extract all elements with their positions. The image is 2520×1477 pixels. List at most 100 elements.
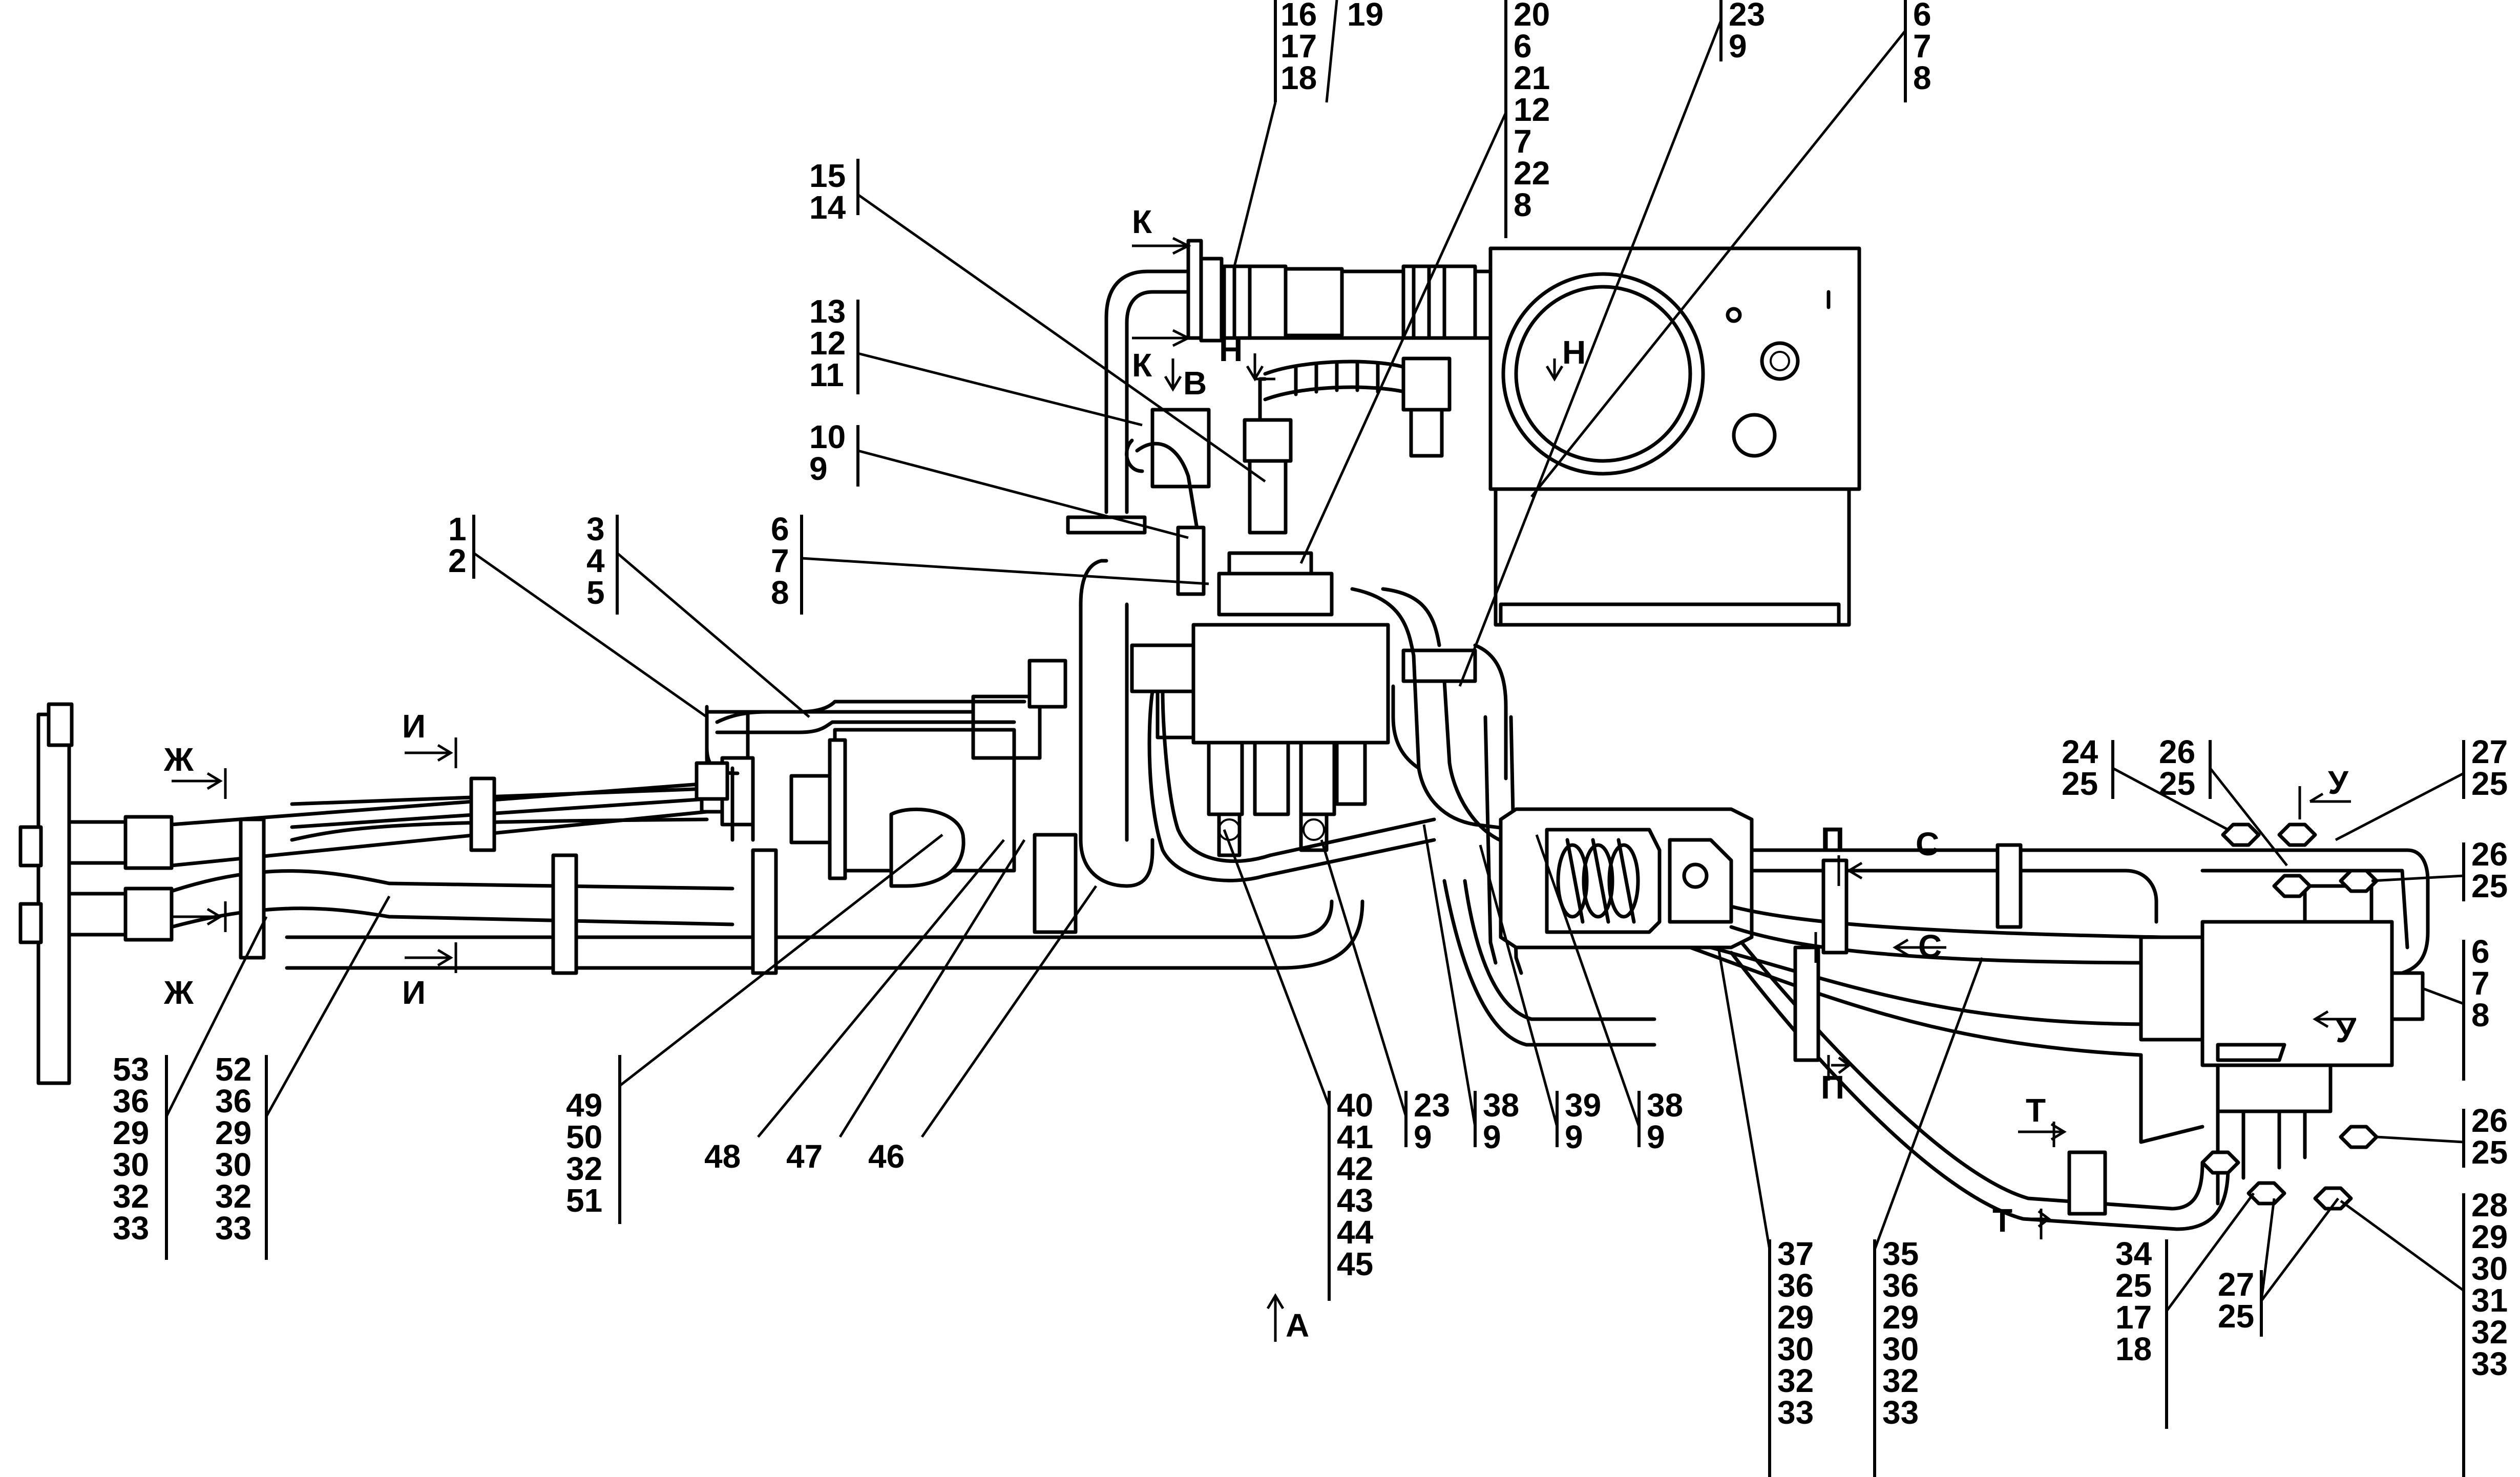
callout-number: 25: [2471, 765, 2508, 802]
callout-number: 27: [2471, 733, 2508, 770]
callout-number: 29: [1882, 1299, 1919, 1336]
callout-number: 53: [113, 1051, 149, 1088]
callout-number: 7: [1514, 123, 1532, 160]
view-marker-letter: К: [1132, 347, 1152, 384]
valve-return-lines: [1147, 587, 1656, 1047]
callout-number: 25: [2062, 765, 2098, 802]
callout-number: 9: [1729, 28, 1747, 65]
callout-number: 51: [566, 1182, 602, 1219]
callout-number: 9: [1414, 1119, 1432, 1155]
callout-number: 36: [215, 1083, 251, 1120]
callout-number: 8: [1913, 59, 1931, 96]
callout-number: 43: [1337, 1182, 1373, 1219]
callout-number: 7: [771, 542, 789, 579]
callout-number: 30: [1777, 1331, 1814, 1367]
callout-number: 25: [2471, 868, 2508, 904]
callout-number: 33: [1882, 1394, 1919, 1431]
callout-number: 6: [1514, 28, 1532, 65]
callout-number: 33: [215, 1210, 251, 1247]
callout-number: 36: [1882, 1267, 1919, 1304]
callout-number: 13: [809, 293, 846, 330]
callout-number: 6: [1913, 0, 1931, 33]
callout-number: 32: [215, 1178, 251, 1215]
callout-number: 12: [809, 325, 846, 362]
callout-number: 23: [1729, 0, 1765, 33]
control-valve-block: [1130, 551, 1477, 857]
callout-number: 17: [2115, 1299, 2152, 1336]
callout-number: 25: [2471, 1134, 2508, 1171]
main-pipe-bundle-left: [170, 776, 1364, 975]
callout-number: 25: [2159, 765, 2195, 802]
callout-number: 32: [113, 1178, 149, 1215]
callout-number: 36: [1777, 1267, 1814, 1304]
callout-number: 24: [2062, 733, 2098, 770]
callout-number: 38: [1647, 1087, 1683, 1124]
callout-number: 31: [2471, 1282, 2508, 1319]
callout-number: 33: [113, 1210, 149, 1247]
pilot-valve: [1125, 408, 1211, 596]
callout-number: 47: [786, 1138, 823, 1175]
callout-number: 26: [2471, 836, 2508, 873]
callout-number: 7: [1913, 28, 1931, 65]
view-marker-letter: У: [2336, 1012, 2357, 1049]
callout-number: 3: [586, 511, 605, 547]
left-mounting-flange: [18, 702, 174, 1085]
callout-number: 9: [1565, 1119, 1583, 1155]
view-marker-letter: Ж: [163, 741, 194, 778]
callout-number: 34: [2115, 1235, 2152, 1272]
view-marker-letter: С: [1916, 826, 1939, 862]
callout-number: 28: [2471, 1187, 2508, 1223]
callout-number: 14: [809, 189, 846, 226]
callout-number: 18: [2115, 1331, 2152, 1367]
callout-number: 9: [1483, 1119, 1501, 1155]
callout-number: 42: [1337, 1150, 1373, 1187]
callout-number: 2: [448, 542, 467, 579]
callout-number: 30: [2471, 1250, 2508, 1287]
callout-number: 10: [809, 418, 846, 455]
view-marker-letter: Т: [2026, 1092, 2046, 1129]
callout-number: 11: [809, 356, 844, 393]
callout-number: 20: [1514, 0, 1550, 33]
callout-number: 9: [809, 450, 828, 487]
callout-number: 39: [1565, 1087, 1601, 1124]
view-marker-letter: Т: [1992, 1202, 2012, 1239]
callout-number: 48: [704, 1138, 741, 1175]
callout-number: 46: [868, 1138, 905, 1175]
central-pump-unit: [700, 700, 1026, 888]
callout-number: 7: [2471, 965, 2490, 1002]
view-marker-letter: П: [1821, 820, 1844, 857]
callout-number: 8: [1514, 186, 1532, 223]
callout-number: 4: [586, 542, 605, 579]
callout-number: 44: [1337, 1214, 1374, 1251]
upper-horizontal-pipe: [1186, 239, 1498, 343]
callout-number: 17: [1280, 28, 1317, 65]
callout-number: 25: [2115, 1267, 2152, 1304]
callout-number: 27: [2218, 1266, 2254, 1303]
callout-number: 49: [566, 1087, 602, 1124]
callout-number: 15: [809, 157, 846, 194]
callout-number: 1: [448, 511, 467, 547]
view-marker-letter: С: [1918, 928, 1942, 965]
callout-number: 45: [1337, 1246, 1373, 1282]
hydraulic-tank: [1488, 246, 1861, 627]
view-marker-letter: Н: [1219, 331, 1243, 368]
callout-number: 30: [215, 1146, 251, 1183]
view-marker-letter: И: [402, 974, 426, 1011]
callout-number: 29: [2471, 1218, 2508, 1255]
callout-number: 29: [113, 1114, 149, 1151]
callout-number: 32: [566, 1150, 602, 1187]
callout-number: 29: [215, 1114, 251, 1151]
callout-number: 8: [2471, 997, 2490, 1033]
callout-number: 9: [1647, 1119, 1665, 1155]
view-marker-letter: В: [1183, 365, 1207, 402]
view-marker-letter: Ж: [163, 974, 194, 1011]
callout-number: 22: [1514, 155, 1550, 192]
distribution-manifold: [1499, 807, 1754, 950]
callout-number: 37: [1777, 1235, 1814, 1272]
callout-number: 6: [2471, 933, 2490, 970]
callout-number: 26: [2471, 1102, 2508, 1139]
right-valve-assembly: [2124, 822, 2430, 1211]
